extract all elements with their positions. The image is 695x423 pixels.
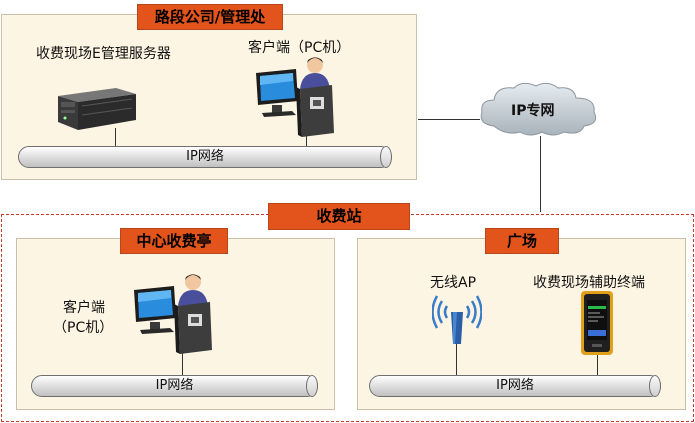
terminal-link	[597, 355, 598, 376]
top-ip-network-label: IP网络	[186, 149, 224, 164]
center-booth-title: 中心收费亭	[120, 228, 228, 254]
server-label: 收费现场E管理服务器	[36, 46, 171, 62]
top-panel-title: 路段公司/管理处	[137, 4, 283, 30]
cloud-icon	[480, 82, 597, 136]
terminal-label: 收费现场辅助终端	[533, 275, 645, 291]
plaza-ip-network-label: IP网络	[496, 378, 534, 393]
booth-ip-network-label: IP网络	[155, 378, 194, 393]
top-ip-network-pipe: IP网络	[18, 146, 392, 168]
link-top-to-cloud	[418, 119, 480, 120]
client-label: 客户端（PC机）	[248, 40, 351, 56]
booth-client-label-2: （PC机）	[53, 320, 114, 336]
pipe-end	[306, 375, 318, 397]
ap-label: 无线AP	[430, 275, 477, 291]
link-cloud-to-station	[540, 136, 541, 212]
cloud-label: IP专网	[511, 103, 555, 119]
booth-client-link	[182, 352, 183, 376]
toll-station-title: 收费站	[268, 203, 410, 230]
ap-link	[456, 344, 457, 376]
booth-ip-network-pipe: IP网络	[31, 375, 318, 397]
pc-user-icon	[256, 57, 334, 137]
pipe-end	[380, 146, 392, 168]
plaza-ip-network-pipe: IP网络	[369, 375, 661, 397]
booth-client-label-1: 客户端	[63, 300, 105, 316]
handheld-terminal-icon	[581, 291, 613, 355]
server-link	[115, 128, 116, 147]
server-icon	[58, 88, 136, 130]
wireless-ap-icon	[432, 295, 482, 344]
client-link-top	[306, 135, 307, 147]
pipe-end	[649, 375, 661, 397]
pc-user-icon	[134, 274, 212, 354]
plaza-title: 广场	[485, 228, 559, 254]
